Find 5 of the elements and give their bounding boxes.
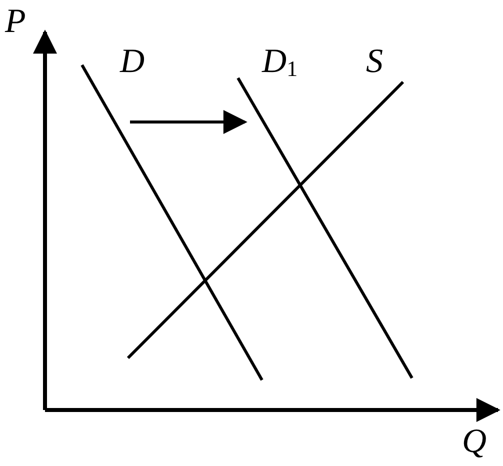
curve-label: D$_{1}$ [262, 45, 298, 80]
axis-label: P [5, 5, 26, 39]
axis-label: Q [462, 425, 487, 459]
curve-label: S [366, 45, 383, 79]
curve-label: D [120, 45, 145, 79]
